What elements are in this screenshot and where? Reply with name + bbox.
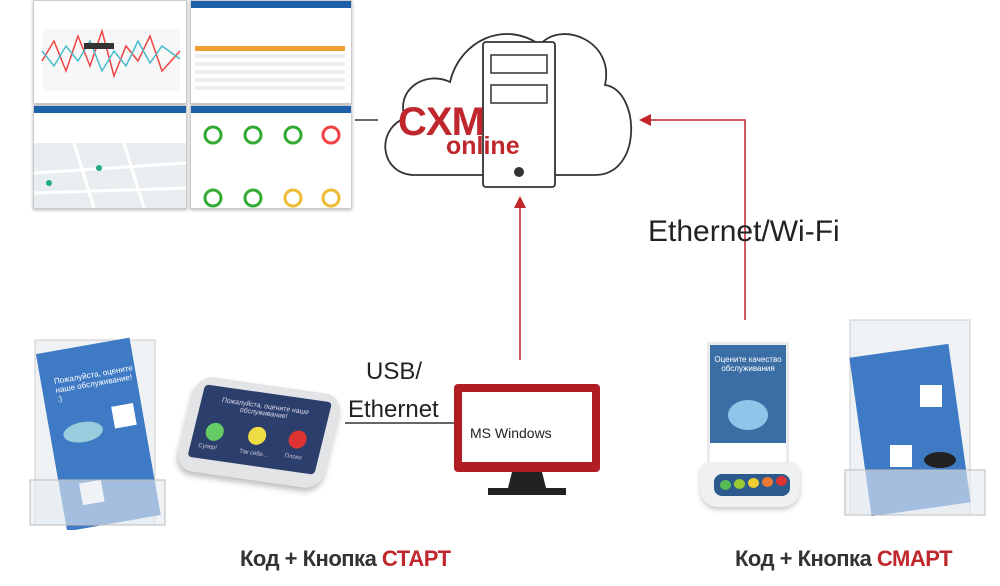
cloud-title: CXM [398, 100, 485, 144]
wifi-label: Ethernet/Wi-Fi [648, 215, 840, 248]
monitor-icon [454, 384, 600, 495]
table-screenshot [190, 0, 352, 104]
map-screenshot [33, 105, 187, 209]
brochure-holder-right [844, 319, 986, 517]
server-icon [482, 41, 556, 188]
smart-stand-poster: Оцените качество обслуживания [707, 342, 789, 468]
smart-caption-accent: СМАРТ [876, 546, 953, 571]
dashboard-chart-screenshot [33, 0, 187, 104]
start-button-device: Пожалуйста, оцените наше обслуживание! С… [174, 375, 344, 490]
start-caption-accent: СТАРТ [381, 546, 451, 571]
usb-label: USB/ [366, 358, 423, 385]
start-btn-label-good: Супер! [197, 442, 218, 452]
cloud-icon [384, 33, 633, 188]
start-caption-prefix: Код + Кнопка [240, 546, 382, 571]
gauges-screenshot [190, 105, 352, 209]
map-thumbnail [34, 142, 186, 208]
cloud-subtitle: online [446, 132, 520, 160]
start-btn-label-ok: Так себе... [238, 448, 269, 459]
start-btn-label-bad: Плохо [283, 453, 303, 462]
gauges-thumbnail [203, 125, 341, 208]
wifi-arrow [639, 114, 746, 320]
table-thumbnail [195, 46, 345, 90]
line-chart-thumbnail [41, 28, 181, 91]
start-panel-text: Пожалуйста, оцените наше обслуживание! [221, 397, 310, 421]
brochure-holder-left [29, 337, 166, 530]
smart-caption: Код + Кнопка СМАРТ [735, 546, 953, 572]
smart-button-base [700, 462, 800, 507]
ethernet-label: Ethernet [348, 396, 439, 423]
monitor-label: MS Windows [470, 425, 552, 441]
start-caption: Код + Кнопка СТАРТ [240, 546, 451, 572]
smart-caption-prefix: Код + Кнопка [735, 546, 877, 571]
smart-panel-text: Оцените качество обслуживания [714, 355, 782, 373]
